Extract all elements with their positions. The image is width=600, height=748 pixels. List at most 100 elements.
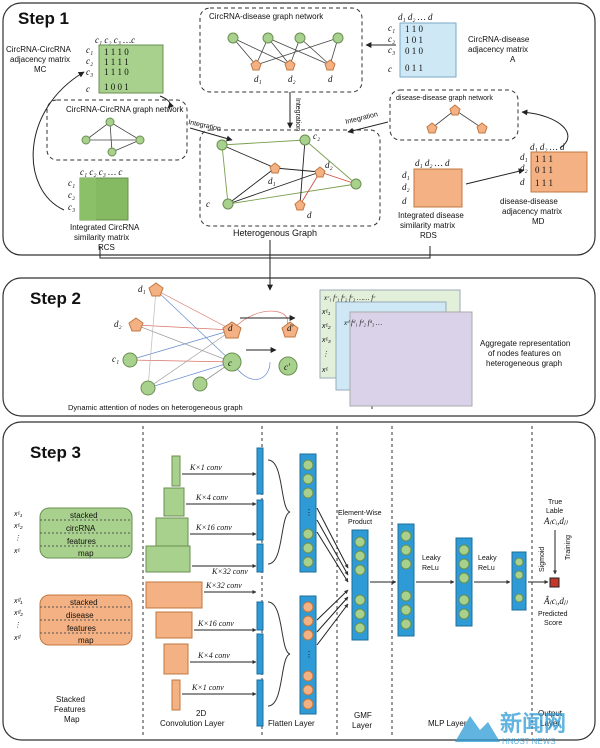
caption-conv-1: 2D [196, 709, 206, 718]
mc-label-1: CircRNA-CircRNA [6, 45, 72, 54]
svg-text:d₂: d₂ [114, 319, 122, 329]
conv-labels: K×1 conv K×4 conv K×16 conv K×32 conv K×… [189, 463, 248, 692]
dis-map-line-4: map [78, 636, 94, 645]
rds-label-1: Integrated disease [398, 211, 464, 220]
svg-text:c: c [86, 84, 90, 94]
conv-label-7: K×4 conv [197, 651, 230, 660]
svg-text:c₁: c₁ [68, 178, 75, 188]
a-label-3: A [510, 55, 516, 64]
mc-row-1: 1 1 1 1 [104, 57, 129, 67]
svg-text:d₁ d₂ … d: d₁ d₂ … d [415, 158, 450, 168]
mc-label-3: MC [34, 65, 47, 74]
integration-label-2: Integration [294, 98, 301, 131]
caption-gmf-2: Layer [352, 721, 372, 730]
conv-arrows [182, 472, 257, 696]
svg-text:d: d [328, 74, 333, 84]
predicted-label-1: Predicted [538, 611, 568, 618]
integration-label-1: Integration [188, 119, 222, 133]
circ-map-line-1: stacked [70, 511, 98, 520]
conv-blocks-dis [145, 581, 203, 711]
svg-text:c: c [228, 358, 232, 368]
svg-text:d₁ d₂ … d: d₁ d₂ … d [530, 142, 565, 152]
a-row-3: 0 1 1 [405, 63, 423, 73]
a-row-1: 1 0 1 [405, 35, 423, 45]
mlp-column-2 [455, 537, 473, 627]
mlp-column-1 [397, 523, 415, 637]
svg-text:xᶜ₃: xᶜ₃ [321, 337, 331, 344]
a-label-1: CircRNA-disease [468, 35, 530, 44]
svg-text:xᶜ₁ fᶜ₁ fᶜ₂ fᶜ₃ …… fᶜ: xᶜ₁ fᶜ₁ fᶜ₂ fᶜ₃ …… fᶜ [323, 294, 376, 302]
true-label-2: Lable [546, 508, 563, 515]
rcs-label-1: Integrated CircRNA [70, 223, 140, 232]
mc-row-2: 1 1 1 0 [104, 67, 129, 77]
caption-gmf-1: GMF [354, 711, 372, 720]
conv-label-4: K×32 conv [211, 567, 248, 576]
a-row-0: 1 1 0 [405, 24, 424, 34]
circ-graph-network-label: CircRNA-CircRNA graph network [66, 105, 184, 114]
svg-text:c₂: c₂ [86, 56, 93, 66]
caption-stacked-3: Map [64, 715, 80, 724]
leaky-relu-2b: ReLu [478, 565, 495, 572]
integration-label-3: Integration [345, 111, 379, 126]
mc-row-0: 1 1 1 0 [104, 47, 129, 57]
conv-label-8: K×1 conv [191, 683, 224, 692]
hetero-graph: c₂ d₁ d₂ c d Heterogenous Graph [199, 129, 381, 238]
svg-text:c₁ c₂ c₃ … c: c₁ c₂ c₃ … c [80, 167, 122, 177]
mc-row-3: 1 0 0 1 [104, 82, 129, 92]
svg-text:d: d [307, 210, 312, 220]
svg-text:⋮: ⋮ [305, 508, 313, 517]
true-label-1: True [548, 499, 562, 506]
watermark-sub: HNUST NEWS [502, 737, 556, 746]
caption-conv-2: Convolution Layer [160, 719, 225, 728]
elementwise-label-2: Product [348, 519, 372, 526]
svg-text:⋮: ⋮ [14, 622, 21, 629]
svg-text:c₁: c₁ [112, 354, 119, 364]
svg-text:d₁: d₁ [268, 176, 276, 186]
conv-blocks-circ [145, 455, 191, 573]
dis-map-line-1: stacked [70, 598, 98, 607]
disease-graph-network: disease-disease graph network [389, 89, 519, 141]
dis-map-line-3: features [67, 624, 96, 633]
conv-label-1: K×1 conv [189, 463, 222, 472]
svg-text:Â₍cᵢ,dⱼ₎: Â₍cᵢ,dⱼ₎ [543, 596, 568, 606]
svg-text:xᶜ: xᶜ [321, 367, 329, 374]
aggregate-label-2: of nodes features on [488, 349, 561, 358]
dynamic-attention-label: Dynamic attention of nodes on heterogene… [68, 403, 243, 412]
dis-map-line-2: disease [66, 611, 94, 620]
column-captions: Stacked Features Map 2D Convolution Laye… [54, 695, 563, 730]
leaky-relu-2a: Leaky [478, 555, 497, 562]
mc-matrix: CircRNA-CircRNA adjacency matrix MC c₁ c… [6, 35, 164, 94]
flatten-column-dis: ⋮ [299, 595, 317, 715]
svg-text:xᵈ₁: xᵈ₁ [13, 598, 23, 605]
md-label-2: adjacency matrix [502, 207, 562, 216]
svg-text:xᶜ₂: xᶜ₂ [13, 523, 23, 530]
mlp-column-3 [511, 551, 527, 611]
svg-text:d₂: d₂ [402, 182, 410, 192]
watermark-text: 新闻网 [500, 711, 566, 737]
sigmoid-label: Sigmoid [539, 547, 546, 572]
circ-graph-network: CircRNA-CircRNA graph network [46, 99, 188, 161]
attention-graph: d₁ d₂ d d' c₁ c c' Dynamic attention of … [68, 282, 299, 412]
svg-text:d₁: d₁ [138, 284, 146, 294]
training-label: Training [565, 535, 572, 560]
svg-text:d: d [520, 177, 525, 187]
circ-map-line-3: features [67, 537, 96, 546]
hetero-graph-label: Heterogenous Graph [233, 228, 317, 238]
conv-label-3: K×16 conv [195, 523, 232, 532]
conv-label-5: K×32 conv [205, 581, 242, 590]
svg-text:c₃: c₃ [68, 202, 75, 212]
svg-text:xᶜ₂: xᶜ₂ [321, 323, 331, 330]
a-row-2: 0 1 0 [405, 46, 424, 56]
conv-label-2: K×4 conv [195, 493, 228, 502]
caption-stacked-2: Features [54, 705, 86, 714]
conv-feature-bars [256, 447, 264, 727]
disease-graph-network-label: disease-disease graph network [396, 95, 493, 102]
rds-label-2: similarity matrix [400, 221, 455, 230]
leaky-relu-1a: Leaky [422, 555, 441, 562]
a-label-2: adjacency matrix [468, 45, 528, 54]
svg-text:xᵈ fᵈ₁ fᵈ₂ fᵈ₃ …: xᵈ fᵈ₁ fᵈ₂ fᵈ₃ … [343, 319, 382, 327]
svg-text:xᵈ₂: xᵈ₂ [13, 610, 23, 617]
